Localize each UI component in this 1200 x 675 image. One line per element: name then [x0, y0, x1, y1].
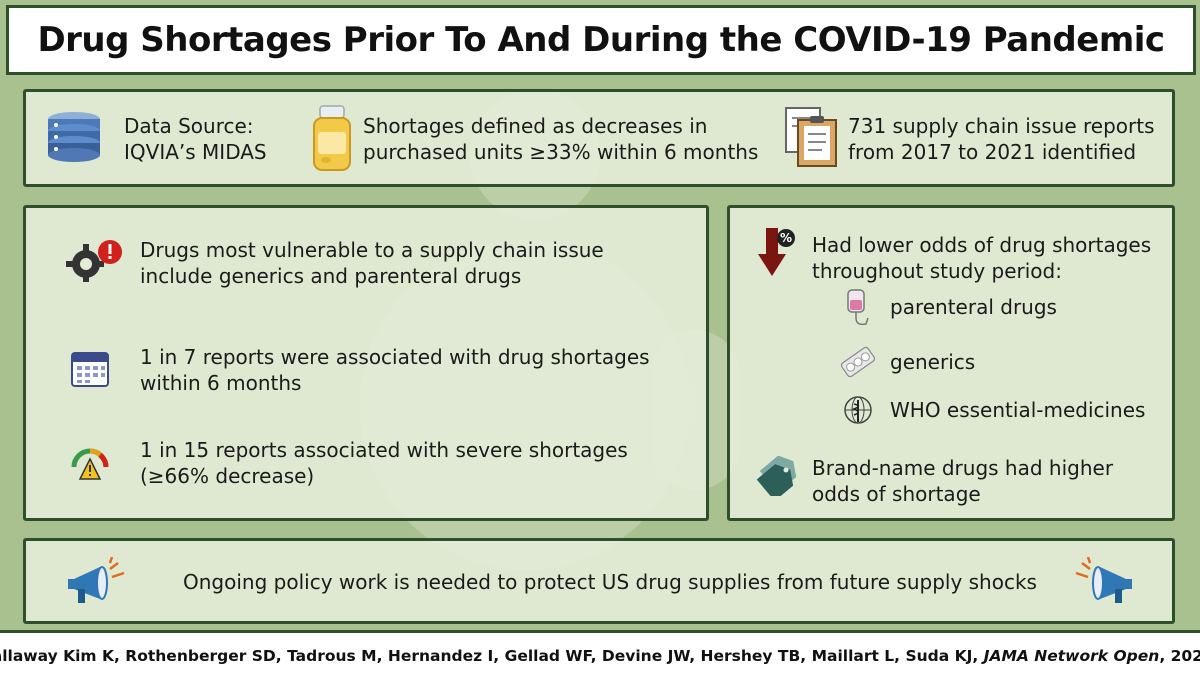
megaphone-icon: [68, 557, 125, 603]
vulnerable-drugs-line2: include generics and parenteral drugs: [140, 264, 522, 288]
price-tag-icon: [756, 456, 797, 496]
down-arrow-percent-icon: %: [758, 228, 795, 276]
higher-odds-line1: Brand-name drugs had higher: [812, 456, 1114, 480]
seven-reports-line2: within 6 months: [140, 371, 302, 395]
fifteen-reports-line1: 1 in 15 reports associated with severe s…: [140, 438, 628, 462]
calendar-icon: [71, 352, 109, 387]
citation-authors: Callaway Kim K, Rothenberger SD, Tadrous…: [0, 646, 979, 665]
odds-panel: % Had lower odds of drug shortages throu…: [727, 205, 1175, 521]
conclusion-panel: Ongoing policy work is needed to protect…: [23, 538, 1175, 624]
citation-year: , 2024.: [1159, 646, 1200, 665]
shortage-definition-line1: Shortages defined as decreases in: [363, 114, 708, 138]
page-title: Drug Shortages Prior To And During the C…: [37, 20, 1165, 60]
who-emblem-icon: [844, 396, 872, 424]
reports-count-line2: from 2017 to 2021 identified: [848, 140, 1137, 164]
lower-odds-line2: throughout study period:: [812, 259, 1062, 283]
conclusion-text: Ongoing policy work is needed to protect…: [183, 570, 1037, 594]
lower-odds-item-who: WHO essential-medicines: [890, 398, 1146, 422]
shortage-definition-line2: purchased units ≥33% within 6 months: [363, 140, 759, 164]
fifteen-reports-line2: (≥66% decrease): [140, 464, 315, 488]
data-source-value: IQVIA’s MIDAS: [124, 140, 267, 164]
svg-text:%: %: [780, 231, 792, 245]
citation-footer: Callaway Kim K, Rothenberger SD, Tadrous…: [0, 630, 1200, 675]
reports-count-line1: 731 supply chain issue reports: [848, 114, 1155, 138]
citation-journal: JAMA Network Open: [983, 646, 1160, 665]
vulnerable-drugs-line1: Drugs most vulnerable to a supply chain …: [140, 238, 604, 262]
database-icon: [48, 112, 100, 162]
megaphone-icon: [1075, 557, 1132, 603]
gear-alert-icon: [66, 240, 122, 282]
lower-odds-item-parenteral: parenteral drugs: [890, 295, 1057, 319]
seven-reports-line1: 1 in 7 reports were associated with drug…: [140, 345, 650, 369]
pill-bottle-icon: [313, 105, 351, 171]
clipboard-report-icon: [785, 107, 837, 167]
findings-panel: Drugs most vulnerable to a supply chain …: [23, 205, 709, 521]
gauge-warning-icon: [71, 448, 109, 480]
citation-text: Callaway Kim K, Rothenberger SD, Tadrous…: [0, 647, 1200, 665]
lower-odds-line1: Had lower odds of drug shortages: [812, 233, 1152, 257]
top-info-panel: Data Source: IQVIA’s MIDAS Shortages def…: [23, 89, 1175, 187]
iv-bag-icon: [847, 289, 869, 326]
data-source-label: Data Source:: [124, 114, 254, 138]
pill-blister-icon: [840, 346, 876, 378]
title-banner: Drug Shortages Prior To And During the C…: [6, 5, 1196, 75]
lower-odds-item-generics: generics: [890, 350, 976, 374]
higher-odds-line2: odds of shortage: [812, 482, 981, 506]
